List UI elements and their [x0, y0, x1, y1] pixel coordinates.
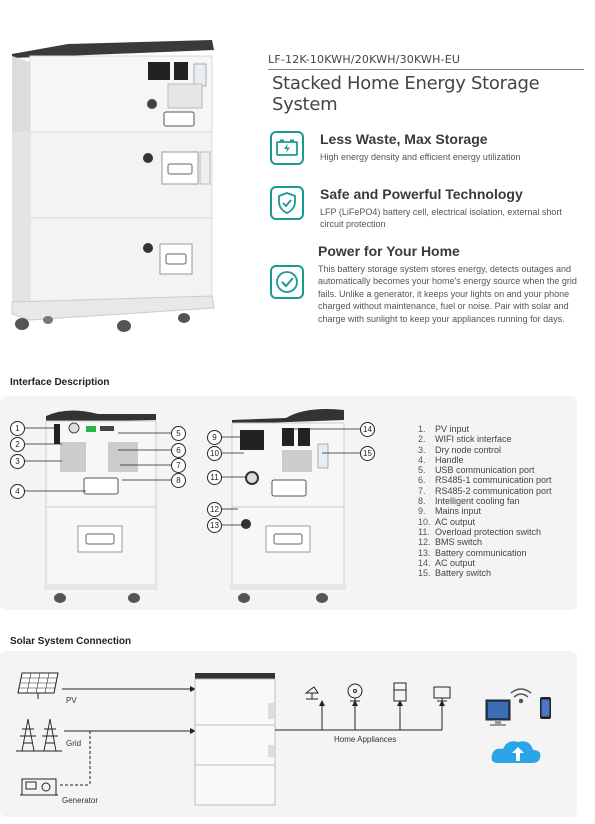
callout-6: 6: [171, 443, 186, 458]
fan-icon: [347, 683, 363, 702]
feature-description: High energy density and efficient energy…: [320, 152, 521, 162]
callout-11: 11: [207, 470, 222, 485]
interface-section-title: Interface Description: [10, 377, 110, 388]
solar-connection-diagram: [16, 672, 551, 806]
stacked-battery-unit: [194, 673, 276, 806]
legend-item: 8.Intelligent cooling fan: [418, 496, 520, 507]
feature-title: Less Waste, Max Storage: [320, 131, 488, 147]
legend-item: 15.Battery switch: [418, 568, 492, 579]
solar-panel: [0, 651, 577, 817]
power-tower-icon: [16, 718, 62, 752]
legend-item: 2.WIFI stick interface: [418, 434, 512, 445]
solar-section-title: Solar System Connection: [10, 636, 132, 647]
feature-description: This battery storage system stores energ…: [318, 264, 577, 324]
legend-item: 1.PV input: [418, 424, 470, 434]
legend-item: 9.Mains input: [418, 506, 482, 517]
callout-8: 8: [171, 473, 186, 488]
interface-legend: 1.PV input 2.WIFI stick interface 3.Dry …: [418, 424, 578, 578]
legend-item: 11.Overload protection switch: [418, 526, 542, 537]
callout-14: 14: [360, 422, 375, 437]
callout-7: 7: [171, 458, 186, 473]
wifi-icon: [510, 688, 532, 704]
callout-2: 2: [10, 437, 25, 452]
front-view-diagram: [44, 410, 158, 603]
solar-panel-icon: [17, 672, 59, 699]
generator-icon: [20, 778, 58, 796]
checkmark-circle-icon: [270, 265, 304, 299]
smartphone-icon: [540, 697, 551, 719]
refrigerator-icon: [393, 682, 407, 702]
legend-item: 6.RS485-1 communication port: [418, 475, 552, 486]
legend-item: 7.RS485-2 communication port: [418, 485, 552, 496]
home-appliances-label: Home Appliances: [334, 735, 397, 744]
callout-1: 1: [10, 421, 25, 436]
product-unit-image: [11, 40, 215, 332]
legend-item: 13.Battery communication: [418, 547, 527, 558]
model-number: LF-12K-10KWH/20KWH/30KWH-EU: [268, 53, 461, 66]
generator-label: Generator: [62, 796, 99, 805]
pv-label: PV: [66, 696, 77, 705]
callout-5: 5: [171, 426, 186, 441]
legend-item: 10.AC output: [418, 516, 476, 527]
feature-description: LFP (LiFePO4) battery cell, electrical i…: [320, 207, 562, 230]
back-view-diagram: [230, 409, 346, 603]
callout-12: 12: [207, 502, 222, 517]
callout-10: 10: [207, 446, 222, 461]
battery-icon: [270, 131, 304, 165]
feature-title: Safe and Powerful Technology: [320, 186, 523, 202]
header-divider: [268, 69, 584, 70]
page-title: Stacked Home Energy Storage System: [272, 73, 540, 115]
cloud-upload-icon: [491, 741, 541, 763]
legend-item: 5.USB communication port: [418, 465, 535, 476]
desktop-computer-icon: [485, 699, 511, 726]
callout-15: 15: [360, 446, 375, 461]
legend-item: 4.Handle: [418, 454, 464, 465]
legend-item: 3.Dry node control: [418, 444, 502, 455]
callout-4: 4: [10, 484, 25, 499]
lamp-icon: [304, 686, 319, 700]
callout-13: 13: [207, 518, 222, 533]
callout-9: 9: [207, 430, 222, 445]
shield-check-icon: [270, 186, 304, 220]
feature-title: Power for Your Home: [318, 243, 460, 259]
grid-label: Grid: [66, 739, 82, 748]
callout-3: 3: [10, 454, 25, 469]
legend-item: 14.AC output: [418, 557, 476, 568]
legend-item: 12.BMS switch: [418, 537, 483, 548]
monitor-icon: [433, 686, 451, 702]
